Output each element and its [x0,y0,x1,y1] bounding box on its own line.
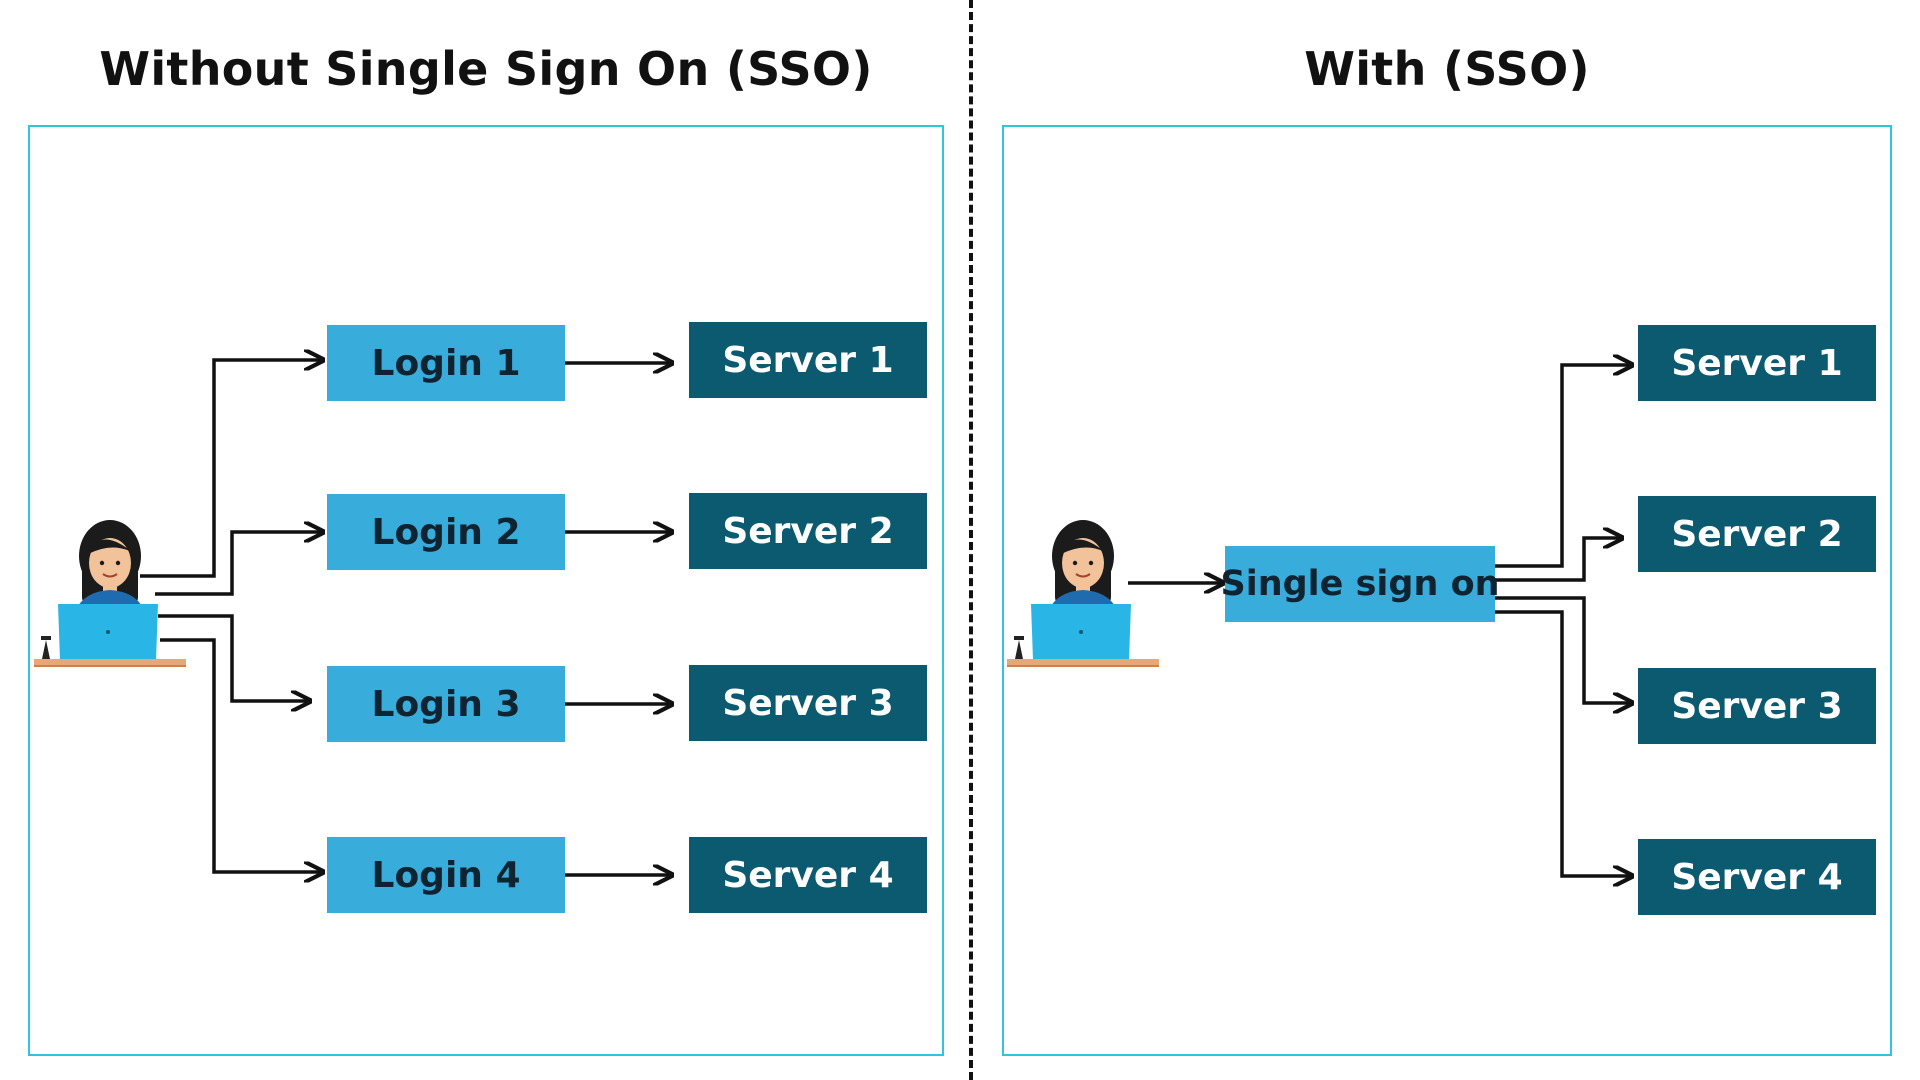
login-box-1: Login 1 [327,325,565,401]
arrow-sso-to-server-4 [1494,610,1632,876]
arrow-sso-to-server-3 [1494,596,1632,703]
arrow-user-to-login-2 [155,532,323,596]
title-without-sso: Without Single Sign On (SSO) [99,42,873,96]
login-box-2: Login 2 [327,494,565,570]
sso-server-box-3: Server 3 [1638,668,1876,744]
title-with-sso: With (SSO) [1304,42,1590,96]
server-box-4: Server 4 [689,837,927,913]
arrow-user-to-login-1 [140,360,323,578]
sso-server-box-4: Server 4 [1638,839,1876,915]
arrow-user-to-login-3 [158,614,310,701]
single-sign-on-box: Single sign on [1220,546,1500,622]
server-box-3: Server 3 [689,665,927,741]
login-box-3: Login 3 [327,666,565,742]
sso-server-box-1: Server 1 [1638,325,1876,401]
sso-server-box-2: Server 2 [1638,496,1876,572]
user-at-laptop-icon [34,520,186,667]
user-at-laptop-icon [1007,520,1159,667]
login-box-4: Login 4 [327,837,565,913]
arrow-user-to-login-4 [160,638,323,872]
panel-divider [969,0,973,1080]
server-box-2: Server 2 [689,493,927,569]
arrow-sso-to-server-1 [1494,365,1632,568]
arrow-sso-to-server-2 [1494,538,1622,582]
server-box-1: Server 1 [689,322,927,398]
